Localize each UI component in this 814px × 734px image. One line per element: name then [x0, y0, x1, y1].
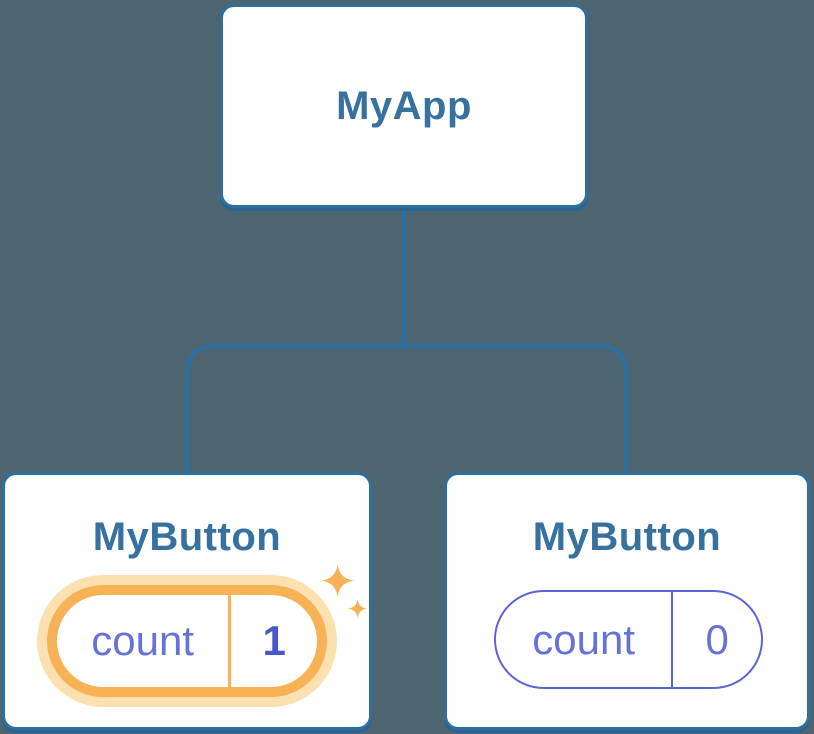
component-node-child-2: MyButton count 0 — [444, 472, 810, 730]
state-value-label: 0 — [705, 615, 729, 663]
state-pill: count 0 — [494, 590, 763, 689]
state-value-cell: 1 — [231, 595, 317, 687]
state-pill-highlighted: count 1 — [47, 585, 327, 697]
state-key-cell: count — [496, 592, 674, 687]
sparkles-icon — [321, 564, 368, 619]
component-label: MyButton — [532, 515, 722, 559]
component-node-child-1: MyButton count 1 — [2, 472, 372, 730]
component-label: MyApp — [336, 83, 472, 128]
state-key-label: count — [91, 617, 195, 664]
state-key-label: count — [532, 615, 636, 663]
component-node-root: MyApp — [220, 4, 588, 208]
state-value-label: 1 — [262, 617, 286, 664]
state-value-cell: 0 — [673, 592, 761, 687]
component-label: MyButton — [92, 515, 282, 559]
connector-branch — [185, 344, 628, 472]
state-key-cell: count — [57, 595, 232, 687]
sparkle-large — [321, 564, 355, 598]
sparkle-small — [348, 599, 368, 619]
